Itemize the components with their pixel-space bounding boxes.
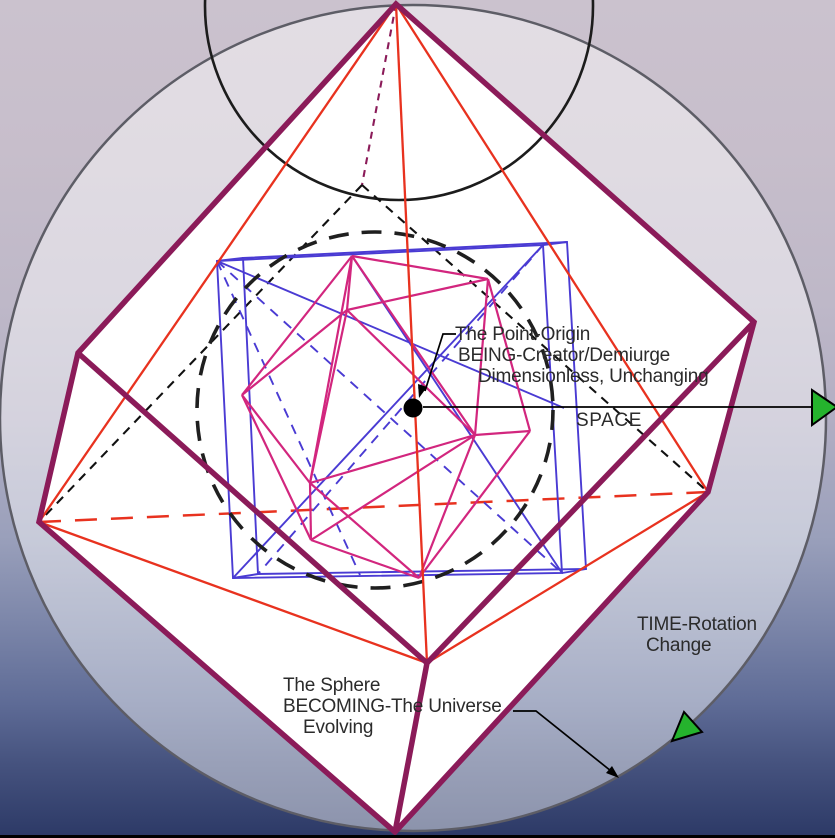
cube-face-fill: [39, 4, 754, 832]
inner-cube-depth-edge: [232, 573, 259, 579]
sphere-label: The Sphere BECOMING-The Universe Evolvin…: [283, 675, 502, 738]
tetrahedron-edges: [38, 3, 709, 665]
inner-cube-hidden-diagonal: [216, 260, 563, 574]
point-origin-label: The Point-Origin BEING-Creator/Demiurge …: [452, 324, 709, 387]
sphere-line1: The Sphere: [283, 675, 381, 696]
point-origin-leader-line: [424, 333, 456, 392]
inner-cube: [216, 241, 588, 579]
inscribed-sphere-dashed-circle: [195, 230, 555, 590]
cube-outline: [35, 0, 758, 836]
icosahedron-edges: [241, 254, 532, 580]
inner-cube-diagonal: [216, 260, 565, 409]
sphere-line2: BECOMING-The Universe: [283, 696, 502, 717]
apex-circle: [203, 0, 595, 202]
tetrahedron-hidden-edge: [38, 490, 709, 524]
origin-point-dot: [403, 398, 423, 418]
inner-cube-depth-edge: [216, 257, 244, 262]
time-line2: Change: [646, 635, 712, 656]
point-origin-line1: The Point-Origin: [455, 324, 591, 345]
rotation-arrowhead: [670, 710, 704, 743]
point-origin-line3: Dimensionless, Unchanging: [478, 366, 709, 387]
point-origin-line2: BEING-Creator/Demiurge: [458, 345, 671, 366]
cube-hidden-edges: [38, 3, 709, 523]
point-origin-leader-arrowhead: [418, 384, 427, 398]
space-axis-label: SPACE: [576, 410, 643, 431]
cube-hidden-edge-left: [38, 184, 363, 523]
space-axis-arrowhead: [811, 388, 835, 427]
inner-cube-depth-edge: [542, 241, 568, 246]
inner-cube-hidden-diagonal: [216, 260, 361, 576]
time-rotation-label: TIME-Rotation Change: [637, 614, 757, 656]
cube-near-edge: [425, 320, 756, 665]
cube-hidden-edge-right: [361, 184, 709, 493]
sphere-leader-line: [513, 710, 612, 772]
cube-near-edge: [392, 662, 430, 833]
inner-cube-hidden-diagonal: [257, 244, 544, 575]
cube-near-edge: [76, 350, 429, 666]
sphere-leader-arrowhead: [606, 766, 619, 778]
time-line1: TIME-Rotation: [637, 614, 757, 635]
sphere-line3: Evolving: [303, 717, 374, 738]
inner-cube-diagonal: [232, 244, 544, 579]
cube-hidden-edge-top: [360, 3, 398, 186]
